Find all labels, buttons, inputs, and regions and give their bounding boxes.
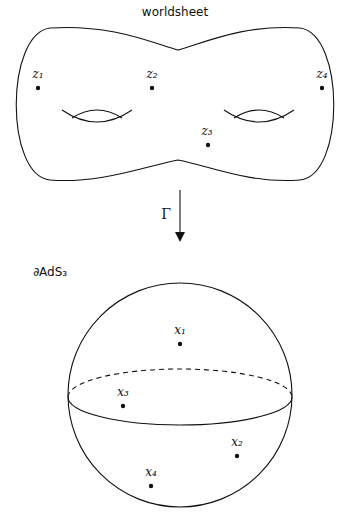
equator-front — [68, 397, 292, 425]
genus-two-surface — [16, 27, 334, 180]
map-label: Γ — [161, 207, 171, 221]
puncture-dot — [206, 143, 210, 147]
map-arrow — [179, 190, 180, 238]
handle-hole — [234, 110, 284, 118]
point-label: z₄ — [316, 68, 327, 80]
puncture-dot — [36, 86, 40, 90]
point-label: z₁ — [32, 68, 43, 80]
point-label: x₁ — [174, 324, 186, 336]
equator-back — [68, 369, 292, 397]
arrow-head — [175, 232, 185, 242]
boundary-dot — [235, 454, 239, 458]
puncture-dot — [320, 86, 324, 90]
point-label: x₃ — [117, 386, 129, 398]
boundary-dot — [178, 342, 182, 346]
boundary-dot — [121, 404, 125, 408]
handle-hole — [72, 110, 122, 118]
handle-hole — [62, 110, 132, 122]
point-label: z₂ — [146, 68, 157, 80]
point-label: x₂ — [231, 436, 243, 448]
point-label: x₄ — [145, 466, 157, 478]
handle-hole — [224, 110, 294, 122]
figure-title: worldsheet — [142, 6, 208, 18]
boundary-sphere — [68, 283, 292, 507]
space-label: ∂AdS₃ — [33, 266, 67, 278]
puncture-dot — [150, 86, 154, 90]
point-label: z₃ — [201, 125, 212, 137]
boundary-dot — [149, 484, 153, 488]
